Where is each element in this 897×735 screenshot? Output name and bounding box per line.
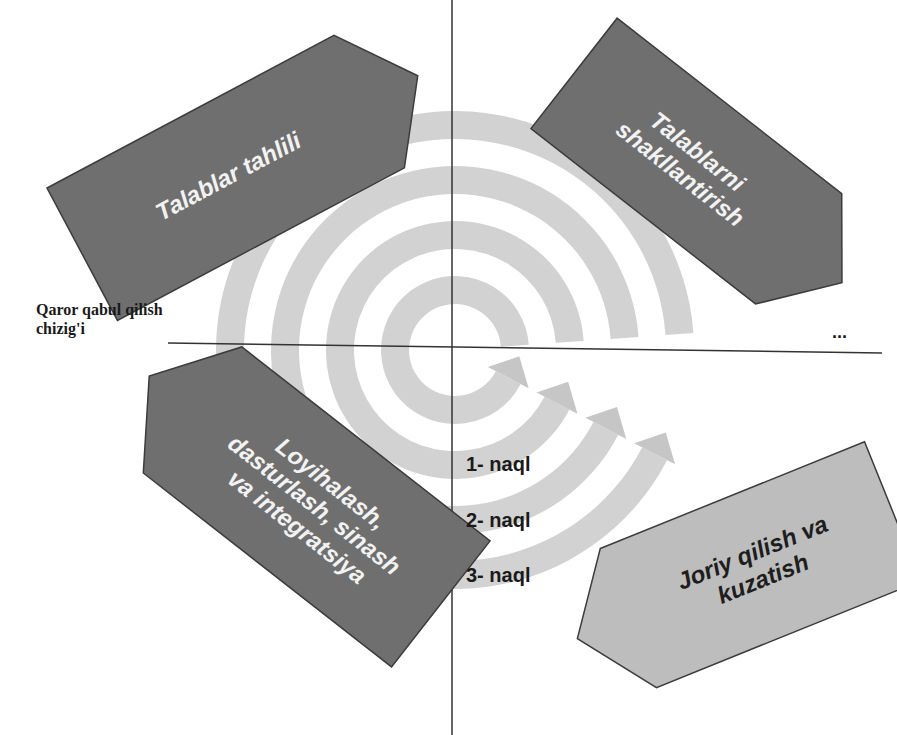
axis-label: Qaror qabul qilish chizig'i (36, 300, 171, 338)
arrow-fill (549, 442, 897, 708)
cycle-band (326, 221, 584, 479)
cycle-arrowhead (537, 382, 578, 414)
cycle-arrowhead (585, 407, 626, 439)
cycle-arrowhead (488, 356, 529, 388)
iteration-label: 2- naql (466, 508, 556, 532)
arrow-shape: Loyihalash, dasturlash, sinash va integr… (100, 313, 490, 667)
arrow-fill (100, 313, 490, 667)
arrow-fill (531, 18, 885, 338)
arrow-shape: Talablarni shakllantirish (531, 18, 885, 338)
arrow-shape: Talablar tahlili (47, 10, 453, 321)
arrow-fill (47, 10, 453, 321)
iteration-label: 1- naql (466, 452, 556, 476)
vertical-axis (451, 0, 453, 735)
decision-line (168, 343, 882, 353)
arrow-shape: Joriy qilish va kuzatish (549, 442, 897, 708)
iteration-label: 3- naql (466, 563, 556, 587)
continuation-mark: ... (832, 322, 872, 344)
cycle-arrowhead (634, 432, 675, 464)
cycle-band (381, 276, 529, 424)
